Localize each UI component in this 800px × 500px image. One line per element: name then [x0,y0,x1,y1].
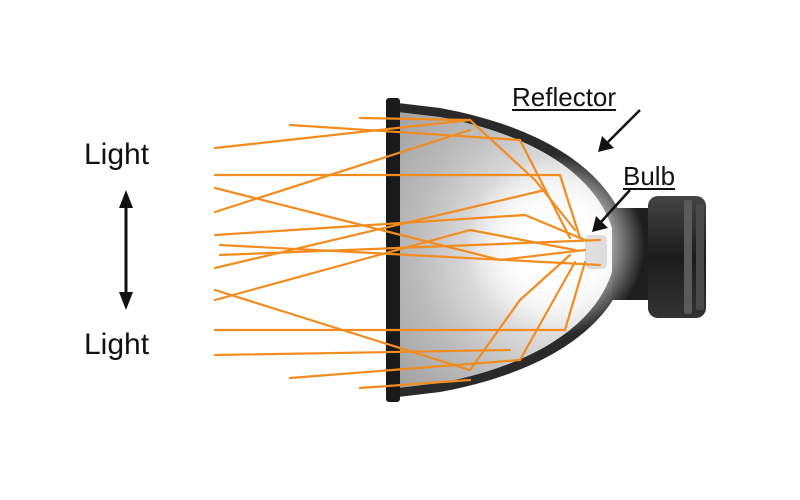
bulb-filament-housing [585,235,607,269]
socket-thread [696,204,704,310]
light-rays [213,116,602,390]
bulb [465,155,645,335]
light-ray [523,213,587,242]
bulb-glow [465,155,645,335]
light-label-bottom: Light [84,328,150,361]
light-ray [468,118,537,182]
light-ray [213,348,512,357]
light-ray [213,118,472,150]
light-ray [468,298,522,372]
light-ray [358,116,472,122]
light-ray [358,378,472,390]
light-ray [468,228,577,252]
light-ray [218,238,602,257]
light-ray [518,260,577,362]
light-ray [213,213,527,237]
light-label-top: Light [84,138,150,171]
reflector-callout-arrow-icon [598,109,641,152]
light-ray [213,186,502,262]
reflector-label: Reflector [512,82,617,112]
light-ray [558,173,582,240]
bulb-callout-arrow-icon [592,189,631,232]
light-ray [563,260,587,332]
bulb-label: Bulb [623,161,676,191]
light-ray [533,178,577,232]
light-ray [218,243,602,267]
light-ray [288,123,522,142]
socket-thread [684,200,692,314]
light-ray [498,248,587,262]
vertical-double-arrow-icon [119,190,133,310]
light-ray [288,358,522,380]
